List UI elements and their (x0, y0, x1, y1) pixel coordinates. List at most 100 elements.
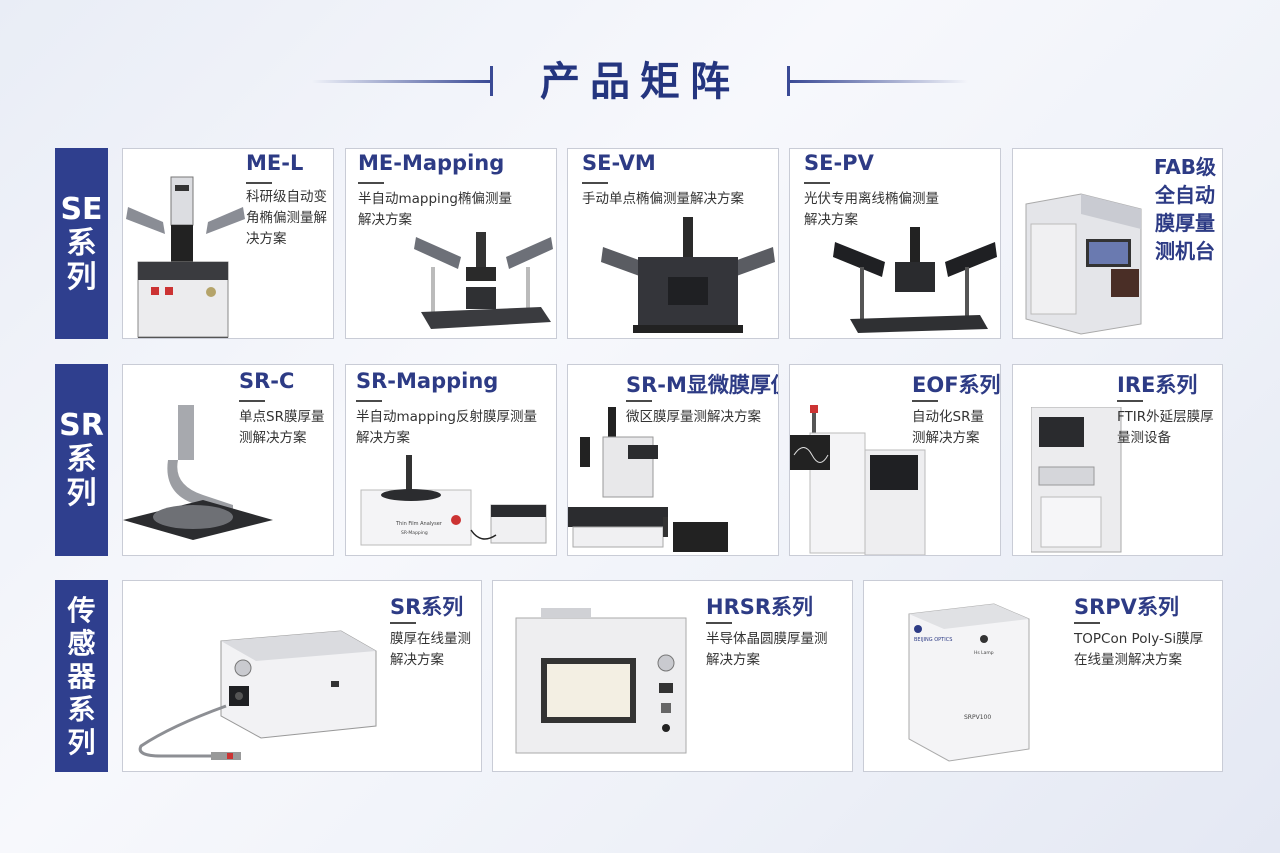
name-divider (1074, 622, 1100, 624)
desc-line: 膜厚在线量测 (390, 631, 471, 647)
product-desc: 半自动mapping反射膜厚测量 解决方案 (356, 407, 537, 449)
series-label-text: 系 (67, 692, 96, 726)
name-divider (912, 400, 938, 402)
desc-line: 半导体晶圆膜厚量测 (706, 631, 828, 647)
hrsr-device-image (515, 608, 687, 754)
desc-line: 科研级自动变 (246, 189, 327, 205)
desc-line: 自动化SR量 (912, 409, 984, 425)
srmap-brand-text: Thin Film Analyser (395, 521, 443, 527)
series-label-text: 感 (67, 626, 96, 660)
product-desc: 手动单点椭偏测量解决方案 (582, 189, 744, 210)
desc-line: 微区膜厚量测解决方案 (626, 409, 761, 425)
product-name: EOF系列 (912, 373, 1001, 397)
product-name: SRPV系列 (1074, 595, 1179, 619)
product-name: ME-L (246, 151, 304, 175)
product-name: FAB级 全自动 膜厚量 测机台 (1149, 153, 1221, 265)
product-desc: 膜厚在线量测 解决方案 (390, 629, 471, 671)
product-card-se-pv[interactable]: SE-PV 光伏专用离线椭偏测量 解决方案 (789, 148, 1001, 339)
series-label-text: SR (59, 408, 104, 443)
desc-line: TOPCon Poly-Si膜厚 (1074, 631, 1204, 647)
product-card-se-vm[interactable]: SE-VM 手动单点椭偏测量解决方案 (567, 148, 779, 339)
product-desc: 光伏专用离线椭偏测量 解决方案 (804, 189, 939, 231)
srpv-lamp-text: Hs Lamp (974, 650, 994, 656)
product-name: SE-PV (804, 151, 874, 175)
series-label-se: SE 系 列 (55, 148, 108, 339)
page-header: 产品矩阵 (0, 52, 1280, 112)
eof-device-image (790, 405, 926, 555)
product-card-sr-m[interactable]: SR-M显微膜厚仪 微区膜厚量测解决方案 (567, 364, 779, 556)
product-card-me-mapping[interactable]: ME-Mapping 半自动mapping椭偏测量 解决方案 (345, 148, 557, 339)
product-card-srpv[interactable]: BEIJING OPTICS Hs Lamp SRPV100 SRPV系列 TO… (863, 580, 1223, 772)
se-vm-device-image (601, 217, 775, 333)
desc-line: 单点SR膜厚量 (239, 409, 325, 425)
title-left-cap (490, 66, 493, 96)
product-card-ire[interactable]: IRE系列 FTIR外延层膜厚 量测设备 (1012, 364, 1223, 556)
desc-line: 解决方案 (706, 652, 760, 668)
product-desc: 科研级自动变 角椭偏测量解 决方案 (246, 187, 327, 250)
product-card-sr-sensor[interactable]: SR系列 膜厚在线量测 解决方案 (122, 580, 482, 772)
product-card-eof[interactable]: EOF系列 自动化SR量 测解决方案 (789, 364, 1001, 556)
name-divider (706, 622, 732, 624)
product-card-sr-c[interactable]: SR-C 单点SR膜厚量 测解决方案 (122, 364, 334, 556)
title-left-line (312, 80, 490, 83)
desc-line: 解决方案 (358, 212, 412, 228)
srpv-brand-text: BEIJING OPTICS (914, 637, 952, 643)
desc-line: 测解决方案 (912, 430, 980, 446)
me-mapping-device-image (414, 232, 553, 329)
product-name: SR-M显微膜厚仪 (626, 373, 779, 397)
product-name: ME-Mapping (358, 151, 505, 175)
name-divider (390, 622, 416, 624)
product-card-hrsr[interactable]: HRSR系列 半导体晶圆膜厚量测 解决方案 (492, 580, 853, 772)
product-card-fab[interactable]: FAB级 全自动 膜厚量 测机台 (1012, 148, 1223, 339)
desc-line: 解决方案 (804, 212, 858, 228)
srmap-model-text: SR-Mapping (401, 530, 428, 536)
product-desc: 半导体晶圆膜厚量测 解决方案 (706, 629, 828, 671)
desc-line: 在线量测解决方案 (1074, 652, 1182, 668)
product-name: SE-VM (582, 151, 656, 175)
series-label-sr: SR 系 列 (55, 364, 108, 556)
sr-m-device-image (568, 407, 728, 552)
series-label-text: SE (60, 191, 103, 227)
desc-line: 解决方案 (356, 430, 410, 446)
desc-line: 量测设备 (1117, 430, 1171, 446)
ire-device-image (1031, 407, 1122, 553)
title-right-cap (787, 66, 790, 96)
series-label-text: 器 (67, 659, 96, 693)
series-label-text: 系 (66, 442, 97, 477)
series-label-text: 列 (66, 476, 97, 511)
name-divider (239, 400, 265, 402)
product-desc: 自动化SR量 测解决方案 (912, 407, 984, 449)
product-name: SR-Mapping (356, 369, 499, 393)
product-card-sr-mapping[interactable]: SR-Mapping 半自动mapping反射膜厚测量 解决方案 Thin Fi… (345, 364, 557, 556)
srpv-device-image: BEIJING OPTICS Hs Lamp SRPV100 (908, 603, 1030, 762)
name-divider (626, 400, 652, 402)
series-label-text: 列 (67, 725, 96, 759)
desc-line: 光伏专用离线椭偏测量 (804, 191, 939, 207)
desc-line: 测解决方案 (239, 430, 307, 446)
series-label-text: 系 (66, 225, 97, 261)
page-title: 产品矩阵 (540, 59, 740, 105)
desc-line: 半自动mapping反射膜厚测量 (356, 409, 537, 425)
name-divider (356, 400, 382, 402)
name-line: 测机台 (1155, 239, 1215, 263)
name-divider (804, 182, 830, 184)
desc-line: FTIR外延层膜厚 (1117, 409, 1214, 425)
series-label-text: 列 (66, 259, 97, 295)
name-divider (582, 182, 608, 184)
product-desc: 单点SR膜厚量 测解决方案 (239, 407, 324, 449)
product-name: IRE系列 (1117, 373, 1198, 397)
sr-sensor-device-image (138, 630, 377, 760)
name-line: FAB级 (1153, 155, 1217, 179)
desc-line: 决方案 (246, 231, 287, 247)
series-label-text: 传 (67, 593, 96, 627)
product-desc: 微区膜厚量测解决方案 (626, 407, 761, 428)
product-desc: FTIR外延层膜厚 量测设备 (1117, 407, 1214, 449)
product-name: SR-C (239, 369, 295, 393)
desc-line: 半自动mapping椭偏测量 (358, 191, 512, 207)
product-desc: 半自动mapping椭偏测量 解决方案 (358, 189, 512, 231)
fab-device-image (1025, 193, 1142, 335)
se-pv-device-image (833, 227, 997, 333)
name-line: 膜厚量 (1155, 211, 1215, 235)
series-label-sensor: 传 感 器 系 列 (55, 580, 108, 772)
product-card-me-l[interactable]: ME-L 科研级自动变 角椭偏测量解 决方案 (122, 148, 334, 339)
